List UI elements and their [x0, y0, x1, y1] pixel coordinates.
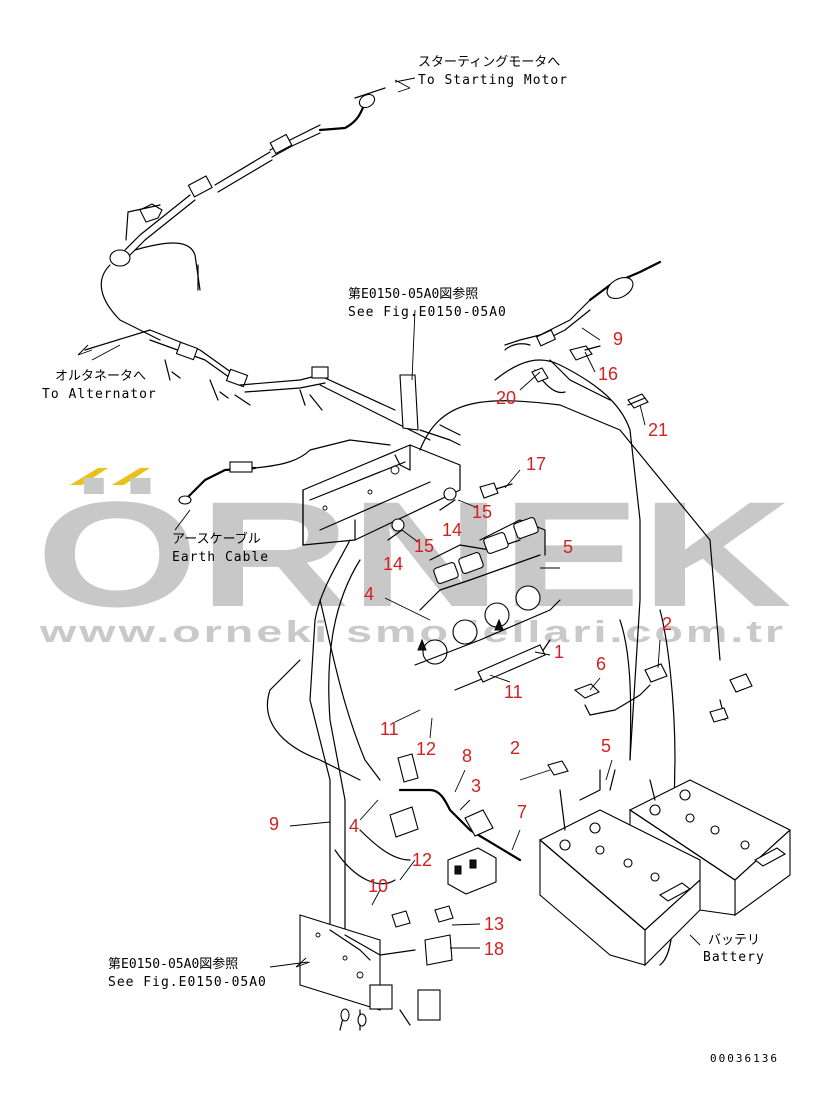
callout-14-upper: 14 [442, 520, 462, 540]
callout-4-upper: 4 [364, 584, 374, 604]
callout-17: 17 [526, 454, 546, 474]
batteries [539, 779, 791, 967]
callout-6: 6 [596, 654, 606, 674]
callout-5-lower: 5 [601, 736, 611, 756]
battery-cable-top-right [504, 260, 662, 409]
label-see-fig-bottom-jp: 第E0150-05A0図参照 [108, 956, 238, 972]
callout-15-lower: 15 [414, 536, 434, 556]
callout-11-left: 11 [380, 719, 399, 739]
battery-relay-cluster [414, 517, 561, 691]
label-see-fig-top-jp: 第E0150-05A0図参照 [348, 286, 478, 302]
callout-7: 7 [517, 802, 527, 822]
callout-18: 18 [484, 939, 504, 959]
callout-1: 1 [554, 642, 564, 662]
callout-4-lower: 4 [349, 816, 359, 836]
callout-11-right: 11 [504, 682, 523, 702]
callout-9-bottom: 9 [269, 814, 279, 834]
callout-2-lower: 2 [510, 738, 520, 758]
callout-2-upper: 2 [662, 614, 672, 634]
watermark-accent-right [112, 468, 150, 485]
label-see-fig-bottom-en: See Fig.E0150-05A0 [108, 975, 267, 990]
bracket-plate [302, 374, 461, 546]
callout-3: 3 [471, 776, 481, 796]
callout-13: 13 [484, 914, 504, 934]
label-starting-motor-en: To Starting Motor [418, 73, 568, 88]
alternator-harness [84, 329, 431, 441]
label-earth-cable-en: Earth Cable [172, 550, 269, 565]
leader-lines [77, 77, 701, 968]
label-battery-en: Battery [703, 950, 765, 965]
earth-cable [178, 439, 391, 505]
label-earth-cable-jp: アースケーブル [172, 531, 261, 547]
callout-21: 21 [648, 420, 668, 440]
callout-8: 8 [462, 746, 472, 766]
callout-10: 10 [368, 876, 388, 896]
watermark-accent-left [70, 468, 108, 485]
label-battery-jp: バッテリ [708, 933, 760, 948]
watermark-brand: ÖRNEK [36, 470, 792, 638]
callout-16: 16 [598, 364, 618, 384]
relay-bracket-hardware [387, 482, 513, 541]
label-alternator-en: To Alternator [42, 387, 157, 402]
callout-9-top: 9 [613, 329, 623, 349]
connectors-right [547, 663, 753, 801]
document-number: 00036136 [710, 1052, 779, 1065]
callout-15-upper: 15 [472, 502, 492, 522]
callout-numbers: 9 16 20 21 17 15 14 15 14 5 4 2 1 6 11 1… [269, 329, 672, 959]
callout-20: 20 [496, 388, 516, 408]
label-see-fig-top-en: See Fig.E0150-05A0 [348, 305, 507, 320]
lower-left-panel [299, 905, 454, 1031]
text-labels: スターティングモータへ To Starting Motor オルタネータへ To… [42, 55, 779, 1065]
callout-12-upper: 12 [416, 739, 436, 759]
lower-center-parts [334, 753, 522, 895]
callout-12-lower: 12 [412, 850, 432, 870]
callout-14-lower: 14 [383, 554, 403, 574]
watermark: ÖRNEK www.orneki smodellari.com.tr [36, 468, 792, 649]
callout-5-upper: 5 [563, 537, 573, 557]
label-starting-motor-jp: スターティングモータへ [418, 55, 560, 70]
starting-motor-cable [100, 87, 386, 341]
watermark-url: www.orneki smodellari.com.tr [38, 614, 786, 649]
label-alternator-jp: オルタネータへ [55, 369, 146, 384]
